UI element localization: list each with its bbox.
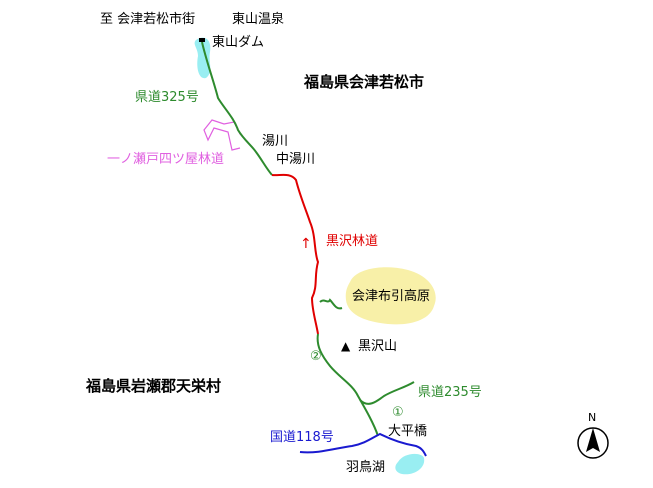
route-235-label: 県道235号 — [418, 385, 482, 400]
compass-icon — [577, 427, 609, 459]
aizu-nunobiki-plateau-label: 会津布引高原 — [352, 289, 431, 304]
mountain-peak-icon: ▲ — [341, 339, 351, 353]
waypoint-2-marker: ② — [310, 349, 322, 364]
hatori-lake-label: 羽鳥湖 — [346, 460, 386, 475]
prefectural-road-235 — [359, 381, 415, 405]
route-118-label: 国道118号 — [270, 430, 334, 445]
north-label: N — [588, 411, 597, 424]
kurosawa-forest-road — [271, 173, 320, 335]
tenei-village-label: 福島県岩瀬郡天栄村 — [86, 377, 222, 395]
dam-marker — [199, 38, 205, 42]
hatori-lake — [395, 453, 425, 475]
naka-yugawa-label: 中湯川 — [276, 152, 316, 167]
nunobiki-plateau-area — [345, 267, 436, 325]
plateau-spur-road — [319, 298, 343, 310]
to-aizuwakamatsu-label: 至 会津若松市街 — [100, 12, 196, 27]
dam-reservoir — [194, 37, 211, 79]
aizuwakamatsu-city-label: 福島県会津若松市 — [304, 73, 425, 91]
higashiyama-onsen-label: 東山温泉 — [232, 12, 285, 27]
route-325-label: 県道325号 — [135, 90, 199, 105]
prefectural-road-lower — [316, 333, 379, 437]
ohira-bridge-label: 大平橋 — [388, 424, 428, 439]
ichinose-forest-road-label: 一ノ瀬戸四ツ屋林道 — [107, 152, 225, 167]
waypoint-1-marker: ① — [392, 405, 404, 420]
prefectural-road-325 — [201, 41, 273, 176]
national-road-118 — [299, 432, 427, 457]
higashiyama-dam-label: 東山ダム — [212, 35, 265, 50]
kurosawa-forest-road-label: 黒沢林道 — [326, 234, 379, 249]
yugawa-label: 湯川 — [262, 134, 289, 149]
kurosawa-mountain-label: 黒沢山 — [358, 339, 398, 354]
direction-arrow-icon: ↑ — [300, 236, 312, 252]
